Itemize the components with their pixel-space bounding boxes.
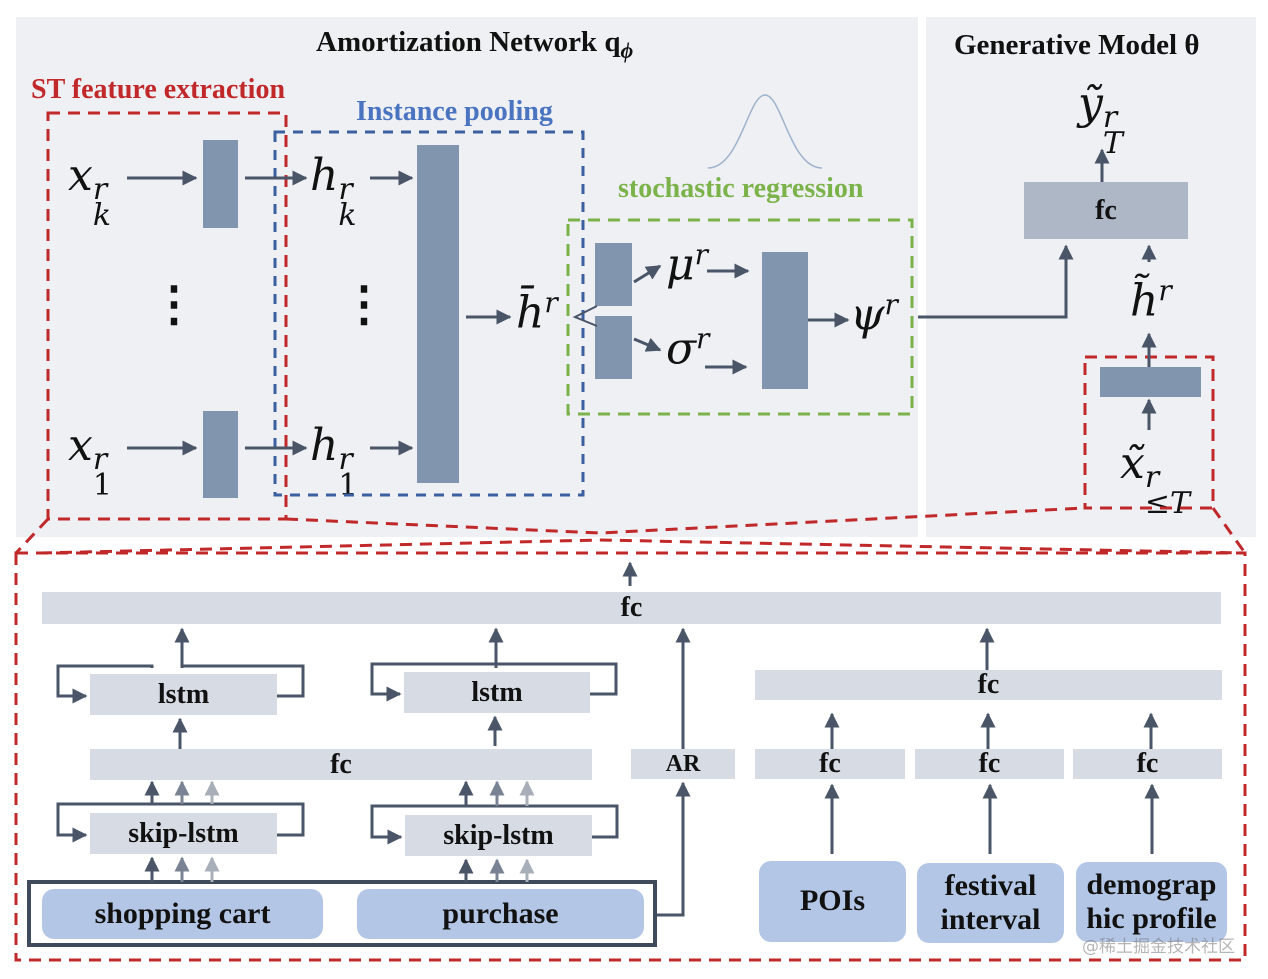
- encoder-block-k: [203, 140, 238, 228]
- skip-lstm-left-loop: [56, 802, 180, 843]
- event-input-group: [27, 880, 657, 947]
- arrow-block-to-mu: [633, 264, 662, 284]
- vdots-left: ⋮: [150, 276, 198, 332]
- lstm-left-loop-out: [182, 664, 305, 698]
- symbol-h-bar: h̄r: [516, 286, 558, 339]
- zoom-connector-mid: [285, 506, 1086, 535]
- gen-fc-block: fc: [1024, 182, 1188, 239]
- generative-title: Generative Model θ: [954, 29, 1200, 61]
- vdots-middle: ⋮: [340, 276, 388, 332]
- symbol-sigma: σr: [666, 322, 710, 375]
- pooling-block: [417, 145, 459, 483]
- zoom-connector-bottom: [39, 538, 1246, 555]
- demo-fc-block: fc: [1073, 748, 1222, 779]
- lstm-right-block: lstm: [404, 672, 590, 713]
- watermark: @稀土掘金技术社区: [1082, 937, 1235, 957]
- gen-encoder-block: [1100, 367, 1201, 397]
- poi-fc-block: fc: [755, 748, 905, 779]
- split-to-mu: [572, 305, 598, 327]
- symbol-psi: ψr: [850, 288, 898, 341]
- skip-lstm-right-loop-out: [496, 804, 619, 839]
- instance-pooling-box: [273, 130, 585, 497]
- lstm-right-loop-out: [496, 662, 618, 696]
- zoom-connector-left: [14, 517, 50, 555]
- detail-box: [14, 551, 1247, 962]
- stochastic-regression-label: stochastic regression: [618, 173, 864, 204]
- purchase-input: purchase: [357, 889, 644, 939]
- pois-input: POIs: [759, 861, 906, 942]
- skip-lstm-right-loop: [370, 804, 496, 845]
- skip-lstm-right-block: skip-lstm: [405, 815, 592, 856]
- generative-panel: [926, 17, 1256, 537]
- lstm-left-loop: [56, 664, 154, 704]
- reparam-block: [762, 252, 808, 389]
- zoom-connector-right: [1211, 507, 1247, 554]
- arrow-inputs-to-ar: [655, 781, 691, 917]
- amortization-title: Amortization Network qϕ: [316, 26, 634, 63]
- stochastic-regression-box: [566, 218, 914, 416]
- shopping-cart-input: shopping cart: [42, 889, 323, 939]
- top-fc-block: fc: [42, 592, 1221, 624]
- skip-lstm-left-block: skip-lstm: [90, 813, 277, 854]
- lstm-left-block: lstm: [90, 674, 277, 715]
- instance-pooling-label: Instance pooling: [356, 96, 553, 127]
- ar-block: AR: [631, 749, 735, 779]
- symbol-h-tilde: h̃r: [1130, 274, 1172, 327]
- st-feature-box-outline: [46, 111, 288, 521]
- mu-block: [595, 243, 632, 306]
- gaussian-curve: [707, 94, 823, 169]
- festival-fc-block: fc: [915, 748, 1064, 779]
- lstm-right-loop: [370, 662, 496, 702]
- skip-lstm-left-loop-out: [180, 802, 305, 837]
- arrow-block-to-sigma: [633, 337, 662, 352]
- arrow-psi-to-gen-fc: [918, 244, 1074, 319]
- gen-encoder-box: [1083, 355, 1215, 510]
- encoder-block-1: [203, 411, 238, 498]
- right-fc-block: fc: [755, 669, 1222, 700]
- symbol-mu: μr: [666, 238, 708, 291]
- symbol-x-tilde: x̃r≤T: [1120, 438, 1190, 521]
- mid-fc-block: fc: [90, 749, 592, 780]
- sigma-block: [595, 316, 632, 379]
- st-feature-extraction-label: ST feature extraction: [31, 74, 286, 105]
